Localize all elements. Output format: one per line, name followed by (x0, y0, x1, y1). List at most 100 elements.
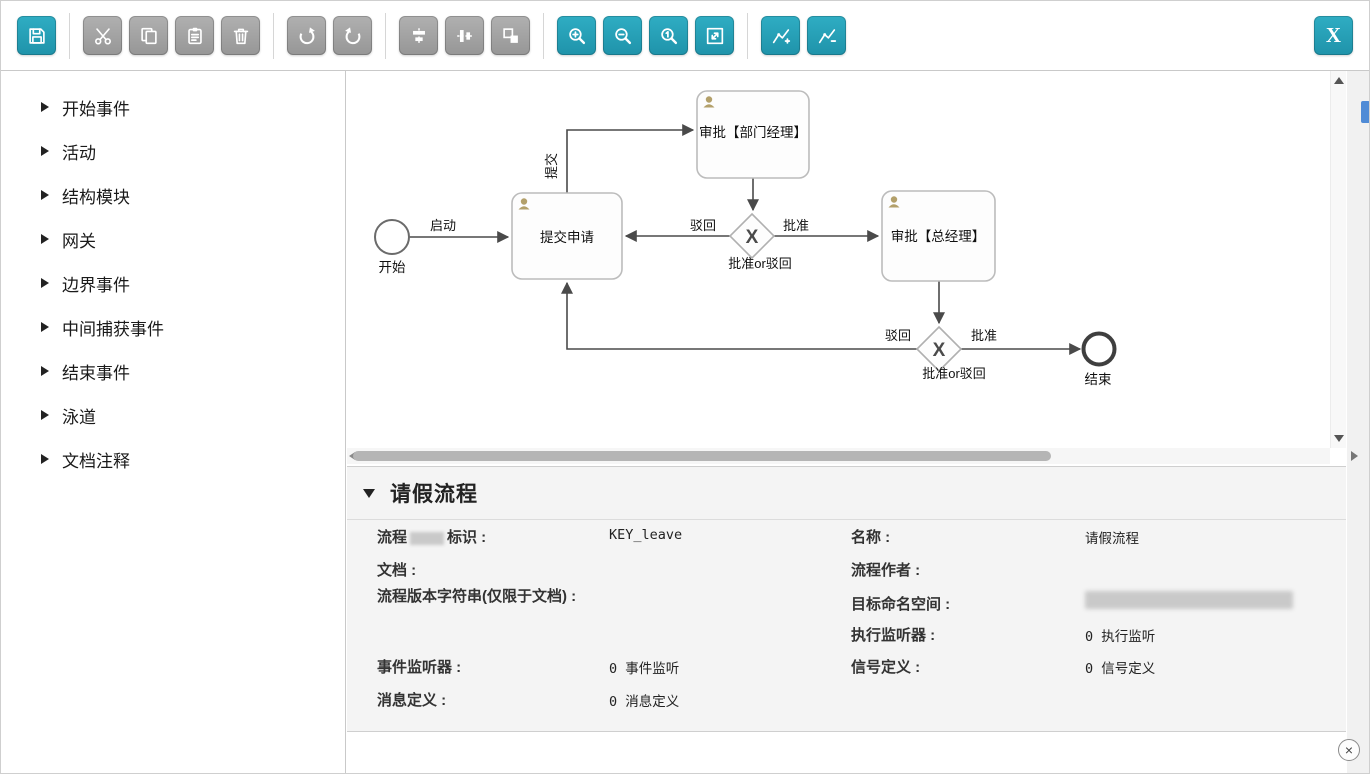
bendpoint-add-icon (772, 28, 790, 44)
event-listeners-value[interactable]: 0 事件监听 (609, 661, 680, 677)
signal-definitions-value[interactable]: 0 信号定义 (1085, 661, 1156, 677)
redacted-text (410, 531, 445, 545)
align-vertical-button[interactable] (399, 16, 438, 55)
undo-icon (344, 26, 360, 44)
zoom-out-button[interactable] (603, 16, 642, 55)
close-editor-button[interactable]: X (1314, 16, 1353, 55)
palette-item-start-events[interactable]: 开始事件 (41, 85, 345, 129)
flow-submit-to-deptmgr[interactable] (566, 124, 695, 193)
align-horizontal-button[interactable] (445, 16, 484, 55)
delete-button[interactable] (221, 16, 260, 55)
palette-item-boundary-events[interactable]: 边界事件 (41, 261, 345, 305)
cut-button[interactable] (83, 16, 122, 55)
chevron-right-icon (41, 190, 49, 200)
message-definitions-value[interactable]: 0 消息定义 (609, 694, 680, 710)
process-id-value[interactable]: KEY_leave (609, 527, 683, 543)
task-general-manager-label: 审批【总经理】 (891, 229, 986, 244)
toolbar: X (1, 1, 1369, 71)
zoom-actual-icon (660, 27, 677, 44)
toolbar-separator (273, 12, 274, 59)
gateway-2[interactable] (915, 325, 963, 373)
palette-item-annotation[interactable]: 文档注释 (41, 437, 345, 481)
gateway-2-symbol: X (933, 340, 946, 361)
task-dept-manager[interactable] (696, 90, 810, 179)
message-definitions-label: 消息定义 : (377, 692, 447, 709)
vertical-scrollbar[interactable] (1330, 71, 1346, 448)
same-size-button[interactable] (491, 16, 530, 55)
scroll-right-arrow-icon[interactable] (1351, 451, 1358, 461)
save-button[interactable] (17, 16, 56, 55)
palette-item-activities[interactable]: 活动 (41, 129, 345, 173)
bendpoint-remove-button[interactable] (807, 16, 846, 55)
chevron-right-icon (41, 322, 49, 332)
name-value[interactable]: 请假流程 (1085, 531, 1139, 547)
copy-icon (140, 27, 157, 44)
palette-item-label: 网关 (62, 231, 96, 251)
chevron-right-icon (41, 102, 49, 112)
undo-button[interactable] (333, 16, 372, 55)
chevron-right-icon (41, 278, 49, 288)
zoom-actual-button[interactable] (649, 16, 688, 55)
toolbar-separator (747, 12, 748, 59)
namespace-value-redacted (1085, 591, 1293, 609)
properties-panel: 请假流程 流程标识 : KEY_leave 名称 : 请假流程 文档 : 流程作… (347, 466, 1346, 732)
task-general-manager[interactable] (881, 190, 996, 282)
chevron-right-icon (41, 454, 49, 464)
align-vertical-icon (412, 27, 425, 44)
side-panel-tab[interactable] (1361, 101, 1369, 123)
bendpoint-remove-icon (818, 28, 836, 43)
edge-label-gw1-approve: 批准 (783, 218, 809, 233)
palette-item-label: 泳道 (62, 407, 96, 427)
chevron-right-icon (41, 410, 49, 420)
same-size-icon (502, 27, 518, 43)
gateway-2-condition-label: 批准or驳回 (922, 366, 986, 381)
diagram-canvas[interactable]: X X 开始 结束 提交申请 审批【部门经理】 审批【总经理】 启动 提交 驳回… (347, 71, 1330, 448)
palette-sidebar: 开始事件 活动 结构模块 网关 边界事件 中间捕获事件 结束事件 泳道 文档注释 (1, 71, 346, 773)
edge-label-submit: 提交 (544, 153, 559, 179)
paste-icon (187, 27, 202, 44)
start-event[interactable] (374, 219, 410, 255)
gateway-1[interactable] (728, 212, 776, 260)
event-listeners-label: 事件监听器 : (377, 659, 462, 676)
namespace-label: 目标命名空间 : (851, 596, 951, 613)
start-label: 开始 (379, 260, 406, 275)
close-editor-label: X (1325, 23, 1342, 47)
execution-listeners-value[interactable]: 0 执行监听 (1085, 629, 1156, 645)
flow-gateway2-reject[interactable] (561, 281, 917, 350)
paste-button[interactable] (175, 16, 214, 55)
edge-label-gw2-approve: 批准 (971, 328, 997, 343)
toolbar-separator (385, 12, 386, 59)
palette-item-swimlanes[interactable]: 泳道 (41, 393, 345, 437)
palette-item-intermediate-catching-events[interactable]: 中间捕获事件 (41, 305, 345, 349)
task-submit[interactable] (511, 192, 623, 280)
close-button[interactable]: × (1338, 739, 1360, 761)
palette-item-gateways[interactable]: 网关 (41, 217, 345, 261)
trash-icon (233, 28, 248, 44)
process-id-label: 流程标识 : (377, 526, 486, 547)
right-edge-strip (1347, 71, 1369, 773)
version-label: 流程版本字符串(仅限于文档) : (377, 588, 577, 605)
end-event[interactable] (1081, 331, 1117, 367)
bendpoint-add-button[interactable] (761, 16, 800, 55)
zoom-in-button[interactable] (557, 16, 596, 55)
save-icon (28, 27, 45, 44)
author-label: 流程作者 : (851, 562, 921, 579)
zoom-in-icon (568, 27, 585, 44)
toolbar-separator (69, 12, 70, 59)
palette-item-end-events[interactable]: 结束事件 (41, 349, 345, 393)
scroll-left-arrow-icon[interactable] (349, 452, 355, 460)
horizontal-scrollbar[interactable] (347, 448, 1330, 464)
palette-item-structural[interactable]: 结构模块 (41, 173, 345, 217)
zoom-fit-button[interactable] (695, 16, 734, 55)
properties-header[interactable]: 请假流程 (347, 467, 1346, 520)
redo-button[interactable] (287, 16, 326, 55)
scroll-down-arrow-icon[interactable] (1334, 435, 1344, 442)
copy-button[interactable] (129, 16, 168, 55)
task-submit-label: 提交申请 (540, 229, 594, 245)
palette-item-label: 文档注释 (62, 451, 130, 471)
palette-item-label: 边界事件 (62, 275, 130, 295)
scroll-up-arrow-icon[interactable] (1334, 77, 1344, 84)
gateway-1-condition-label: 批准or驳回 (728, 256, 792, 271)
horizontal-scroll-thumb[interactable] (353, 451, 1051, 461)
